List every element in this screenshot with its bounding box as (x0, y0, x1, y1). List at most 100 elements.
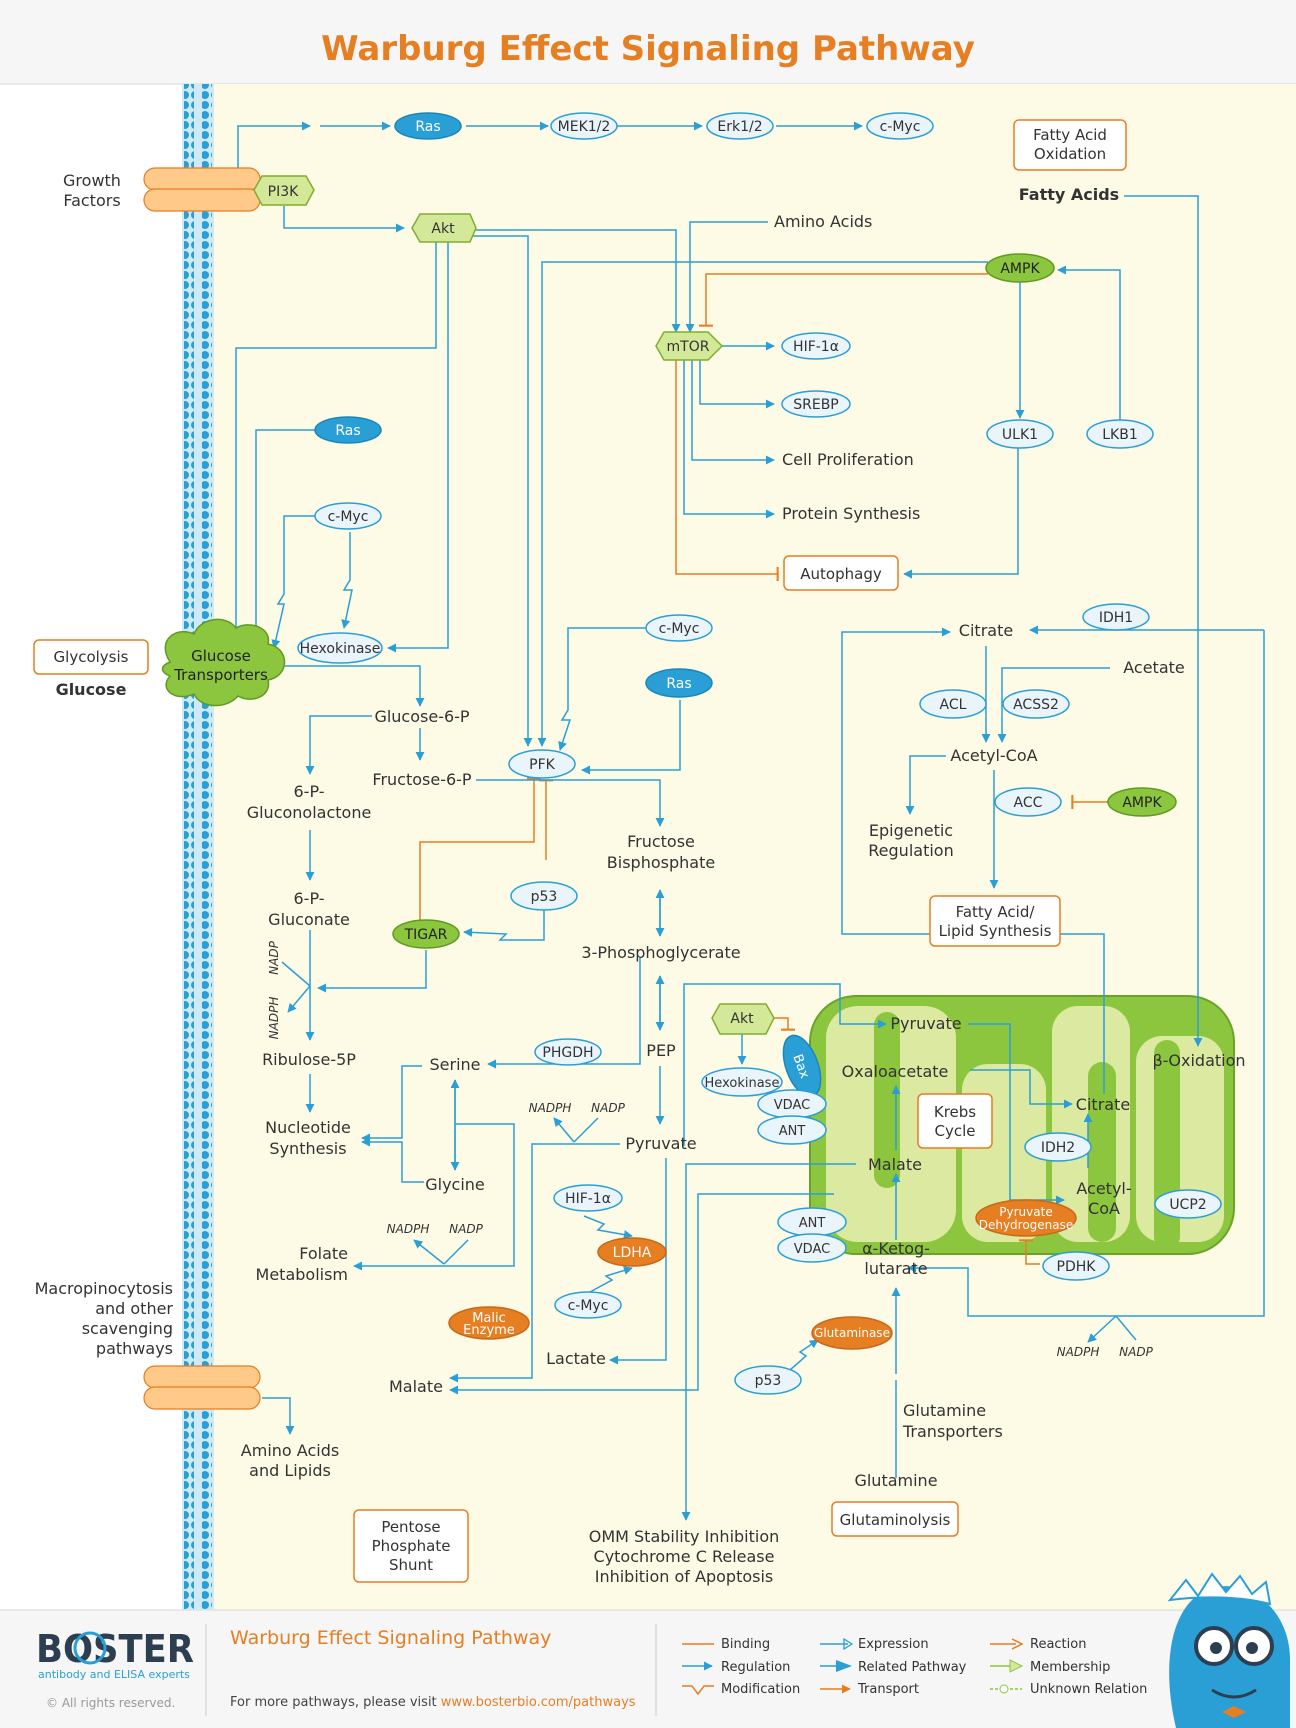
boster-logo: BOSTER antibody and ELISA experts © All … (36, 1627, 194, 1710)
fatty-acid-lipid-synthesis-box[interactable]: Fatty Acid/Lipid Synthesis (929, 895, 1061, 947)
gluconolactone-label: 6-P-Gluconolactone (247, 782, 372, 822)
svg-text:Glutaminolysis: Glutaminolysis (840, 1511, 951, 1529)
pep-label: PEP (646, 1041, 676, 1060)
beta-oxidation-label: β-Oxidation (1152, 1051, 1245, 1070)
ampk-node[interactable]: AMPK (1107, 787, 1177, 817)
legend-transport: Transport (857, 1682, 919, 1697)
svg-text:Hexokinase: Hexokinase (300, 641, 381, 657)
nadp-label: NADP (449, 1222, 483, 1236)
svg-text:mTOR: mTOR (667, 339, 710, 355)
mito-pyruvate-label: Pyruvate (890, 1014, 961, 1033)
c-myc-node[interactable]: c-Myc (554, 1291, 622, 1319)
svg-text:PHGDH: PHGDH (542, 1045, 593, 1061)
legend-membership: Membership (1030, 1660, 1110, 1675)
c-myc-node[interactable]: c-Myc (866, 112, 934, 140)
glutaminase-node[interactable]: Glutaminase (811, 1316, 893, 1350)
protein-synthesis-label: Protein Synthesis (782, 504, 920, 523)
acetate-label: Acetate (1123, 658, 1185, 677)
glucose-label: Glucose (56, 680, 127, 699)
ant-node[interactable]: ANT (777, 1207, 847, 1237)
svg-text:Autophagy: Autophagy (800, 565, 882, 583)
cell-membrane (182, 84, 214, 1610)
oxaloacetate-label: Oxaloacetate (842, 1062, 949, 1081)
pathways-link[interactable]: www.bosterbio.com/pathways (441, 1695, 636, 1710)
acss2-node[interactable]: ACSS2 (1002, 689, 1070, 719)
acc-node[interactable]: ACC (994, 787, 1062, 817)
hexokinase-node[interactable]: Hexokinase (701, 1067, 783, 1097)
legend-regulation: Regulation (721, 1660, 790, 1675)
c-myc-node[interactable]: c-Myc (645, 614, 713, 642)
ulk1-node[interactable]: ULK1 (986, 419, 1054, 449)
svg-text:SREBP: SREBP (793, 397, 839, 413)
svg-text:AMPK: AMPK (1000, 261, 1040, 277)
akt-node[interactable]: Akt (411, 213, 477, 243)
svg-text:BOSTER: BOSTER (36, 1627, 194, 1671)
erk-node[interactable]: Erk1/2 (706, 112, 774, 140)
vdac-node[interactable]: VDAC (757, 1089, 827, 1119)
ant-node[interactable]: ANT (757, 1115, 827, 1145)
svg-text:Glutaminase: Glutaminase (814, 1326, 890, 1340)
ribulose-5p-label: Ribulose-5P (262, 1050, 356, 1069)
idh1-node[interactable]: IDH1 (1082, 603, 1150, 631)
nadph-label: NADPH (267, 997, 281, 1040)
ldha-node[interactable]: LDHA (597, 1237, 667, 1267)
tigar-node[interactable]: TIGAR (392, 919, 460, 949)
cell-proliferation-label: Cell Proliferation (782, 450, 914, 469)
hexokinase-node[interactable]: Hexokinase (297, 632, 383, 664)
vdac-node[interactable]: VDAC (777, 1233, 847, 1263)
p53-node[interactable]: p53 (734, 1365, 802, 1395)
svg-text:ACSS2: ACSS2 (1013, 697, 1059, 713)
p53-node[interactable]: p53 (510, 881, 578, 911)
svg-text:c-Myc: c-Myc (880, 119, 921, 135)
svg-text:Fatty Acid/Lipid Synthesis: Fatty Acid/Lipid Synthesis (939, 903, 1052, 940)
svg-text:c-Myc: c-Myc (568, 1298, 609, 1314)
mtor-node[interactable]: mTOR (655, 331, 724, 361)
svg-text:VDAC: VDAC (794, 1242, 830, 1257)
svg-text:ULK1: ULK1 (1002, 427, 1038, 443)
hif-1a-node[interactable]: HIF-1α (553, 1184, 623, 1212)
footer-title: Warburg Effect Signaling Pathway (230, 1627, 551, 1649)
lkb1-node[interactable]: LKB1 (1086, 419, 1154, 449)
hif-1a-node[interactable]: HIF-1α (781, 332, 851, 360)
ras-node[interactable]: Ras (394, 112, 462, 140)
pdhk-node[interactable]: PDHK (1042, 1251, 1110, 1281)
nadph-label: NADPH (529, 1101, 572, 1115)
akt-node[interactable]: Akt (711, 1003, 775, 1035)
svg-text:Erk1/2: Erk1/2 (717, 119, 762, 135)
svg-text:ACL: ACL (940, 697, 967, 713)
ras-node[interactable]: Ras (645, 668, 713, 698)
ras-node[interactable]: Ras (314, 416, 382, 444)
pfk-node[interactable]: PFK (508, 749, 576, 779)
alpha-ketoglutarate-label: α-Ketog-lutarate (862, 1239, 930, 1278)
malate-label: Malate (389, 1377, 443, 1396)
legend-unknown-relation: Unknown Relation (1030, 1682, 1147, 1697)
mek-node[interactable]: MEK1/2 (550, 112, 618, 140)
acl-node[interactable]: ACL (919, 689, 987, 719)
glutaminolysis-box[interactable]: Glutaminolysis (831, 1501, 959, 1537)
c-myc-node[interactable]: c-Myc (314, 502, 382, 530)
pi3k-node[interactable]: PI3K (253, 175, 315, 206)
srebp-node[interactable]: SREBP (781, 390, 851, 418)
glutamine-label: Glutamine (854, 1471, 937, 1490)
nadp-label: NADP (267, 940, 281, 974)
bax-node[interactable]: Bax (776, 1030, 828, 1101)
mito-acetyl-coa-label: Acetyl-CoA (1076, 1179, 1131, 1218)
ampk-node[interactable]: AMPK (985, 253, 1055, 283)
phgdh-node[interactable]: PHGDH (534, 1038, 602, 1066)
ucp2-node[interactable]: UCP2 (1154, 1189, 1222, 1219)
legend-binding: Binding (721, 1637, 770, 1652)
idh2-node[interactable]: IDH2 (1024, 1132, 1092, 1162)
glycolysis-box[interactable]: Glycolysis (33, 639, 149, 675)
autophagy-box[interactable]: Autophagy (783, 555, 899, 591)
